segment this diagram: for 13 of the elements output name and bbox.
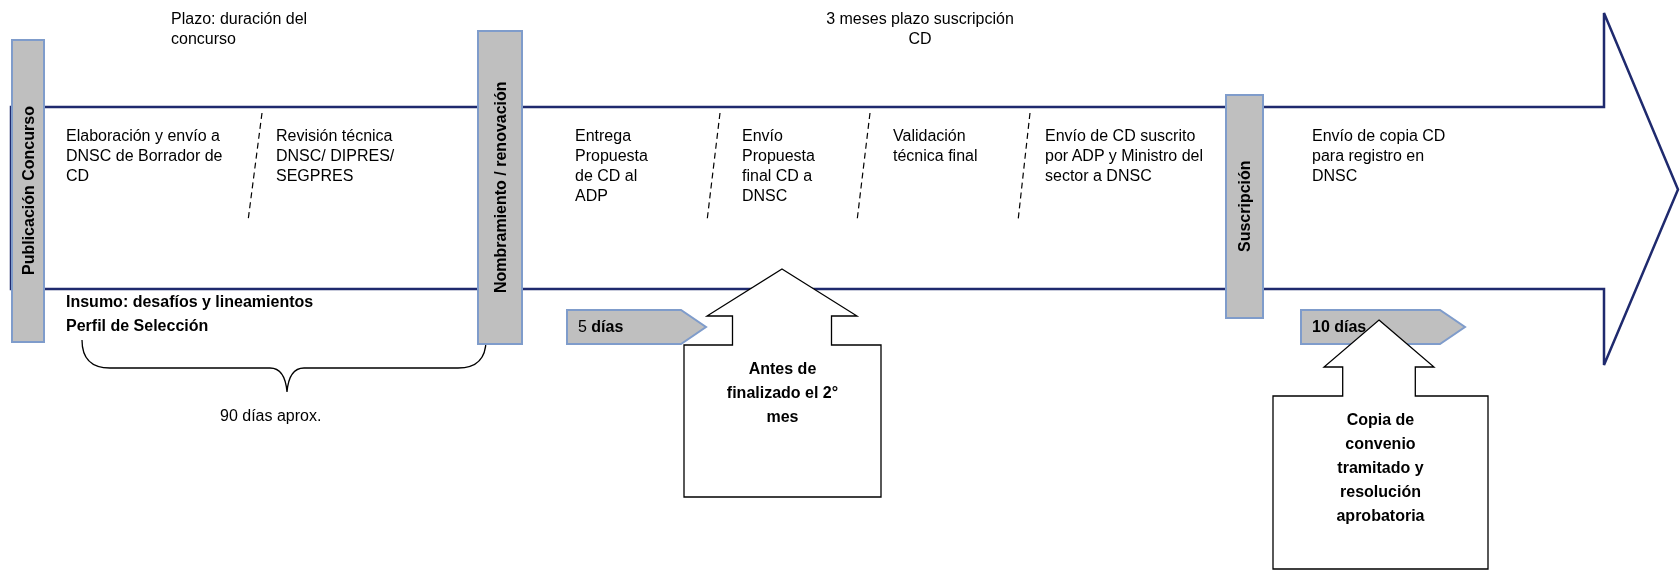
step-text: Elaboración y envío a DNSC de Borrador de CD	[66, 126, 226, 206]
step-text: Revisión técnica DNSC/ DIPRES/ SEGPRES	[276, 126, 426, 206]
top-note: 3 meses plazo suscripción CD	[825, 9, 1015, 49]
step-text: Entrega Propuesta de CD al ADP	[575, 126, 663, 206]
duration-tag: 5 días	[566, 309, 707, 345]
duration-note: 90 días aprox.	[220, 406, 323, 426]
top-note: Plazo: duración del concurso	[171, 9, 309, 49]
step-text: Envío de copia CD para registro en DNSC	[1312, 126, 1462, 206]
step-text: Validación técnica final	[893, 126, 978, 206]
callout-arrow: Antes de finalizado el 2° mes	[683, 268, 882, 498]
step-text: Envío de CD suscrito por ADP y Ministro del sector a DNSC	[1045, 126, 1210, 206]
input-note: Insumo: desafíos y lineamientos Perfil de Selección	[66, 292, 315, 336]
step-text: Envío Propuesta final CD a DNSC	[742, 126, 827, 206]
